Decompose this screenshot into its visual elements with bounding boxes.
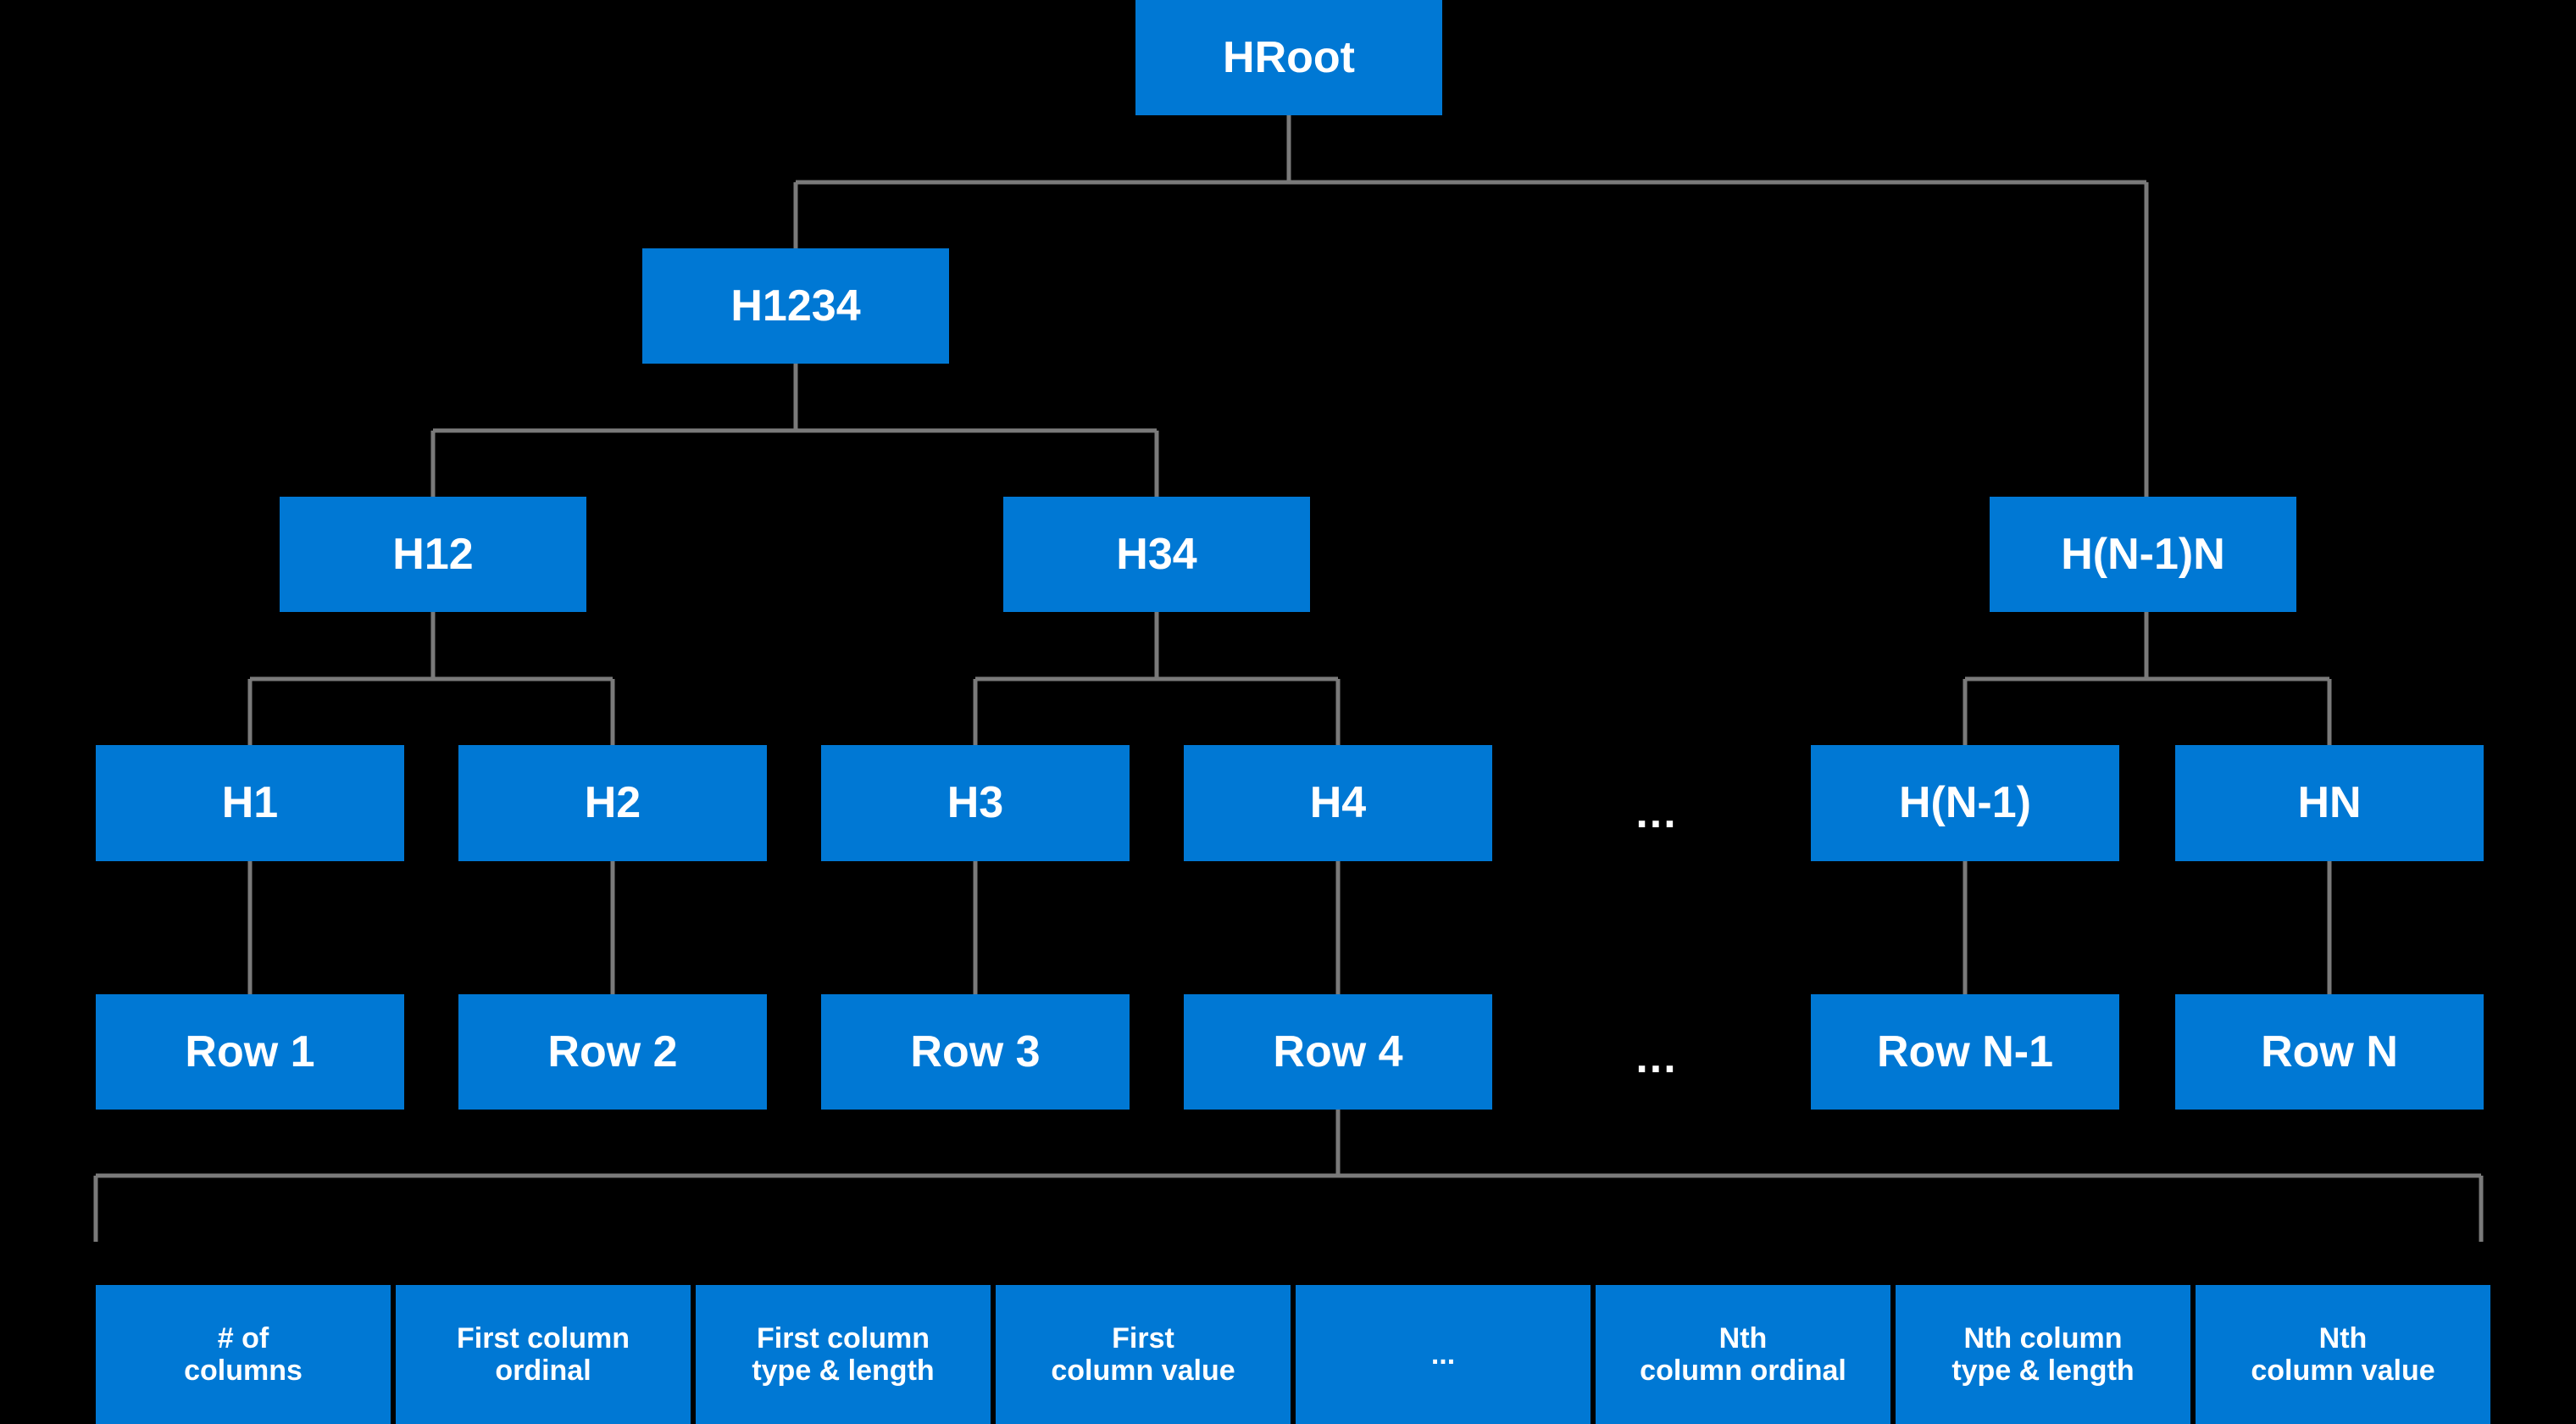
node-rown[interactable]: Row N xyxy=(2175,994,2484,1110)
node-f1[interactable]: # of columns xyxy=(96,1285,391,1424)
node-f4[interactable]: First column value xyxy=(996,1285,1291,1424)
node-h3[interactable]: H3 xyxy=(821,745,1130,861)
node-hn1[interactable]: H(N-1) xyxy=(1811,745,2119,861)
node-f3[interactable]: First column type & length xyxy=(696,1285,991,1424)
node-f2[interactable]: First column ordinal xyxy=(396,1285,691,1424)
node-row1[interactable]: Row 1 xyxy=(96,994,404,1110)
node-row2[interactable]: Row 2 xyxy=(458,994,767,1110)
node-hn1n[interactable]: H(N-1)N xyxy=(1990,497,2296,612)
ellipsis-e-rows: ... xyxy=(1635,1033,1678,1082)
node-f5[interactable]: ... xyxy=(1296,1285,1591,1424)
node-f6[interactable]: Nth column ordinal xyxy=(1596,1285,1890,1424)
node-h34[interactable]: H34 xyxy=(1003,497,1310,612)
node-hn[interactable]: HN xyxy=(2175,745,2484,861)
node-row4[interactable]: Row 4 xyxy=(1184,994,1492,1110)
node-f8[interactable]: Nth column value xyxy=(2196,1285,2490,1424)
node-f7[interactable]: Nth column type & length xyxy=(1896,1285,2190,1424)
node-rown1[interactable]: Row N-1 xyxy=(1811,994,2119,1110)
node-row3[interactable]: Row 3 xyxy=(821,994,1130,1110)
node-h2[interactable]: H2 xyxy=(458,745,767,861)
node-h1234[interactable]: H1234 xyxy=(642,248,949,364)
node-h1[interactable]: H1 xyxy=(96,745,404,861)
node-hroot[interactable]: HRoot xyxy=(1135,0,1442,115)
node-h12[interactable]: H12 xyxy=(280,497,586,612)
ellipsis-e-leaf: ... xyxy=(1635,788,1678,837)
node-h4[interactable]: H4 xyxy=(1184,745,1492,861)
